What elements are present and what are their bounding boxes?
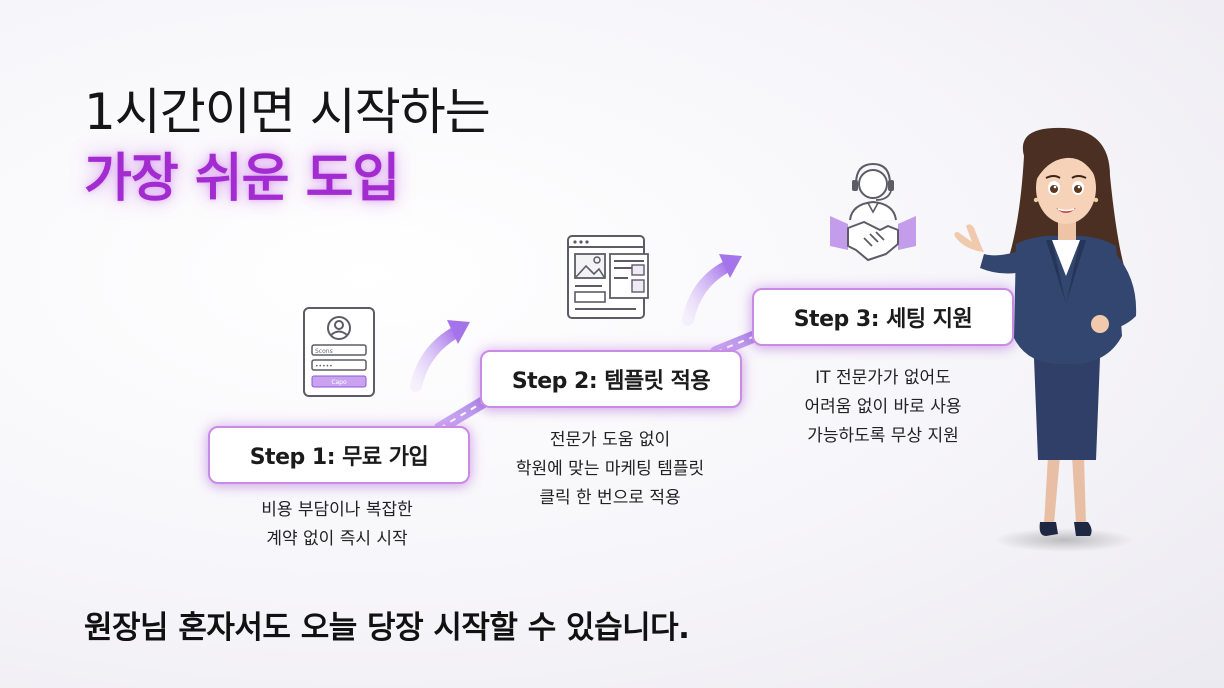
step-3-description: IT 전문가가 없어도 어려움 없이 바로 사용 가능하도록 무상 지원 <box>748 364 1018 451</box>
form-button-text: Capo <box>331 379 347 386</box>
step-2-description-line: 전문가 도움 없이 <box>549 430 671 450</box>
step-2-description-line: 클릭 한 번으로 적용 <box>539 488 681 508</box>
step-3-description-line: 어려움 없이 바로 사용 <box>804 397 962 417</box>
headline-line-1: 1시간이면 시작하는 <box>84 83 491 141</box>
headline-line-2: 가장 쉬운 도입 <box>84 149 400 209</box>
step-3-description-line: 가능하도록 무상 지원 <box>807 426 959 446</box>
step-1-description-line: 비용 부담이나 복잡한 <box>261 500 413 520</box>
support-agent-handshake-icon <box>830 162 916 261</box>
step-3-label: Step 3: 세팅 지원 <box>793 307 973 332</box>
businesswoman-illustration <box>954 127 1137 552</box>
step-1-label: Step 1: 무료 가입 <box>249 445 429 470</box>
step-1-box: Step 1: 무료 가입 <box>208 426 470 484</box>
form-field-2-text: ••••• <box>315 363 333 370</box>
up-arrow-1-icon <box>410 320 470 392</box>
template-layout-icon <box>567 235 649 319</box>
step-2-label: Step 2: 템플릿 적용 <box>511 369 711 394</box>
step-3-box: Step 3: 세팅 지원 <box>752 288 1014 346</box>
step-1-description: 비용 부담이나 복잡한 계약 없이 즉시 시작 <box>212 496 462 554</box>
signup-form-icon: Scons ••••• Capo <box>303 307 375 397</box>
bottom-message: 원장님 혼자서도 오늘 당장 시작할 수 있습니다. <box>84 610 690 646</box>
step-2-description-line: 학원에 맞는 마케팅 템플릿 <box>515 459 705 479</box>
step-2-description: 전문가 도움 없이 학원에 맞는 마케팅 템플릿 클릭 한 번으로 적용 <box>470 426 750 513</box>
step-2-box: Step 2: 템플릿 적용 <box>480 350 742 408</box>
step-1-description-line: 계약 없이 즉시 시작 <box>266 529 408 549</box>
form-field-1-text: Scons <box>315 348 333 355</box>
up-arrow-2-icon <box>682 254 742 326</box>
step-3-description-line: IT 전문가가 없어도 <box>815 368 951 388</box>
